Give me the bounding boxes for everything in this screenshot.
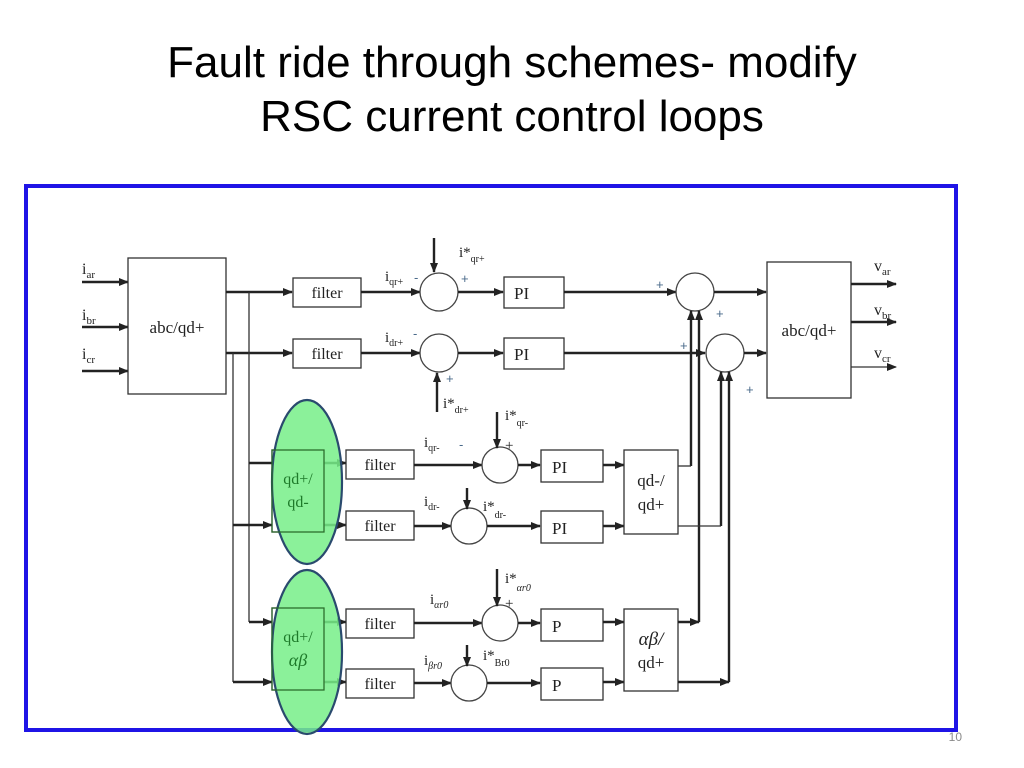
alphabeta-block-label-2: qd+ — [638, 653, 665, 672]
qdneg-block-label-2: qd+ — [638, 495, 665, 514]
p-label: P — [552, 676, 561, 695]
signal-iqr-neg-ref: i*qr- — [505, 408, 528, 429]
sign-plus: + — [746, 382, 754, 397]
signal-ibeta0: iβr0 — [424, 653, 442, 672]
p-label: P — [552, 617, 561, 636]
pi-label: PI — [552, 458, 567, 477]
sign-minus: - — [414, 270, 418, 285]
signal-idr-pos-ref: i*dr+ — [443, 396, 469, 416]
sum-junction-beta — [450, 664, 488, 702]
title-line-1: Fault ride through schemes- modify — [167, 38, 857, 87]
pi-block-qr-pos — [503, 276, 565, 309]
sum-junction-dr-neg — [450, 507, 488, 545]
abc-qd-input-label: abc/qd+ — [150, 318, 205, 337]
pi-block-qr-neg — [540, 449, 604, 483]
pi-block-dr-neg — [540, 510, 604, 544]
qdneg-block-label-1: qd-/ — [637, 471, 665, 490]
signal-ialpha0-ref: i*αr0 — [505, 571, 531, 594]
pi-label: PI — [514, 284, 529, 303]
filter-label: filter — [364, 676, 396, 693]
sum-junction-qr-pos — [419, 272, 459, 312]
sign-minus: - — [413, 326, 417, 341]
input-label-b: ibr — [82, 307, 96, 327]
slide-number: 10 — [948, 730, 962, 744]
qd-alphabeta-block-outline — [271, 607, 325, 691]
input-label-a: iar — [82, 261, 95, 281]
qd-negseq-label-2: qd- — [287, 494, 308, 511]
sign-plus: + — [446, 371, 454, 386]
filter-block-dr-pos — [292, 338, 362, 369]
signal-iqr-neg: iqr- — [424, 435, 440, 454]
qd-negseq-label-1: qd+/ — [283, 471, 313, 488]
signal-iqr-pos-ref: i*qr+ — [459, 245, 485, 265]
alphabeta-block-label-1: αβ/ — [639, 629, 665, 650]
filter-block-dr-neg — [345, 510, 415, 541]
abc-qd-input-block — [127, 257, 227, 395]
signal-ialpha0: iαr0 — [430, 592, 448, 611]
signal-iqr-pos: iqr+ — [385, 269, 404, 288]
sign-plus: + — [505, 596, 513, 612]
sign-plus: + — [680, 338, 688, 353]
sign-plus: + — [461, 271, 469, 286]
pi-label: PI — [552, 519, 567, 538]
p-block-beta — [540, 667, 604, 701]
sign-plus: + — [656, 277, 664, 292]
filter-label: filter — [311, 285, 343, 302]
output-sum-junction-q — [675, 272, 715, 312]
signal-idr-neg: idr- — [424, 494, 440, 513]
filter-block-qr-neg — [345, 449, 415, 480]
output-sum-junction-d — [705, 333, 745, 373]
filter-label: filter — [364, 616, 396, 633]
signal-ibeta0-ref: i*Br0 — [483, 648, 510, 669]
abc-qd-output-label: abc/qd+ — [782, 321, 837, 340]
qd-alphabeta-label-2: αβ — [289, 650, 307, 670]
signal-idr-neg-ref: i*dr- — [483, 499, 506, 521]
filter-label: filter — [364, 518, 396, 535]
diagram-frame — [24, 184, 958, 732]
output-label-c: vcr — [874, 345, 891, 365]
title-line-2: RSC current control loops — [260, 92, 764, 141]
pi-label: PI — [514, 345, 529, 364]
sum-junction-dr-pos — [419, 333, 459, 373]
sign-minus: - — [459, 437, 463, 452]
filter-label: filter — [364, 457, 396, 474]
abc-qd-output-block — [766, 261, 852, 399]
qd-negseq-block-outline — [271, 449, 325, 533]
output-label-a: var — [874, 258, 891, 278]
sign-plus: + — [716, 306, 724, 321]
pi-block-dr-pos — [503, 337, 565, 370]
alphabeta-to-qdpos-block — [623, 608, 679, 692]
input-label-c: icr — [82, 346, 95, 366]
qd-alphabeta-label-1: qd+/ — [283, 629, 313, 646]
slide-title: Fault ride through schemes- modify RSC c… — [0, 36, 1024, 144]
sign-plus: + — [505, 438, 513, 454]
qdneg-to-qdpos-block — [623, 449, 679, 535]
signal-idr-pos: idr+ — [385, 330, 404, 349]
p-block-alpha — [540, 608, 604, 642]
output-label-b: vbr — [874, 302, 892, 322]
filter-label: filter — [311, 346, 343, 363]
